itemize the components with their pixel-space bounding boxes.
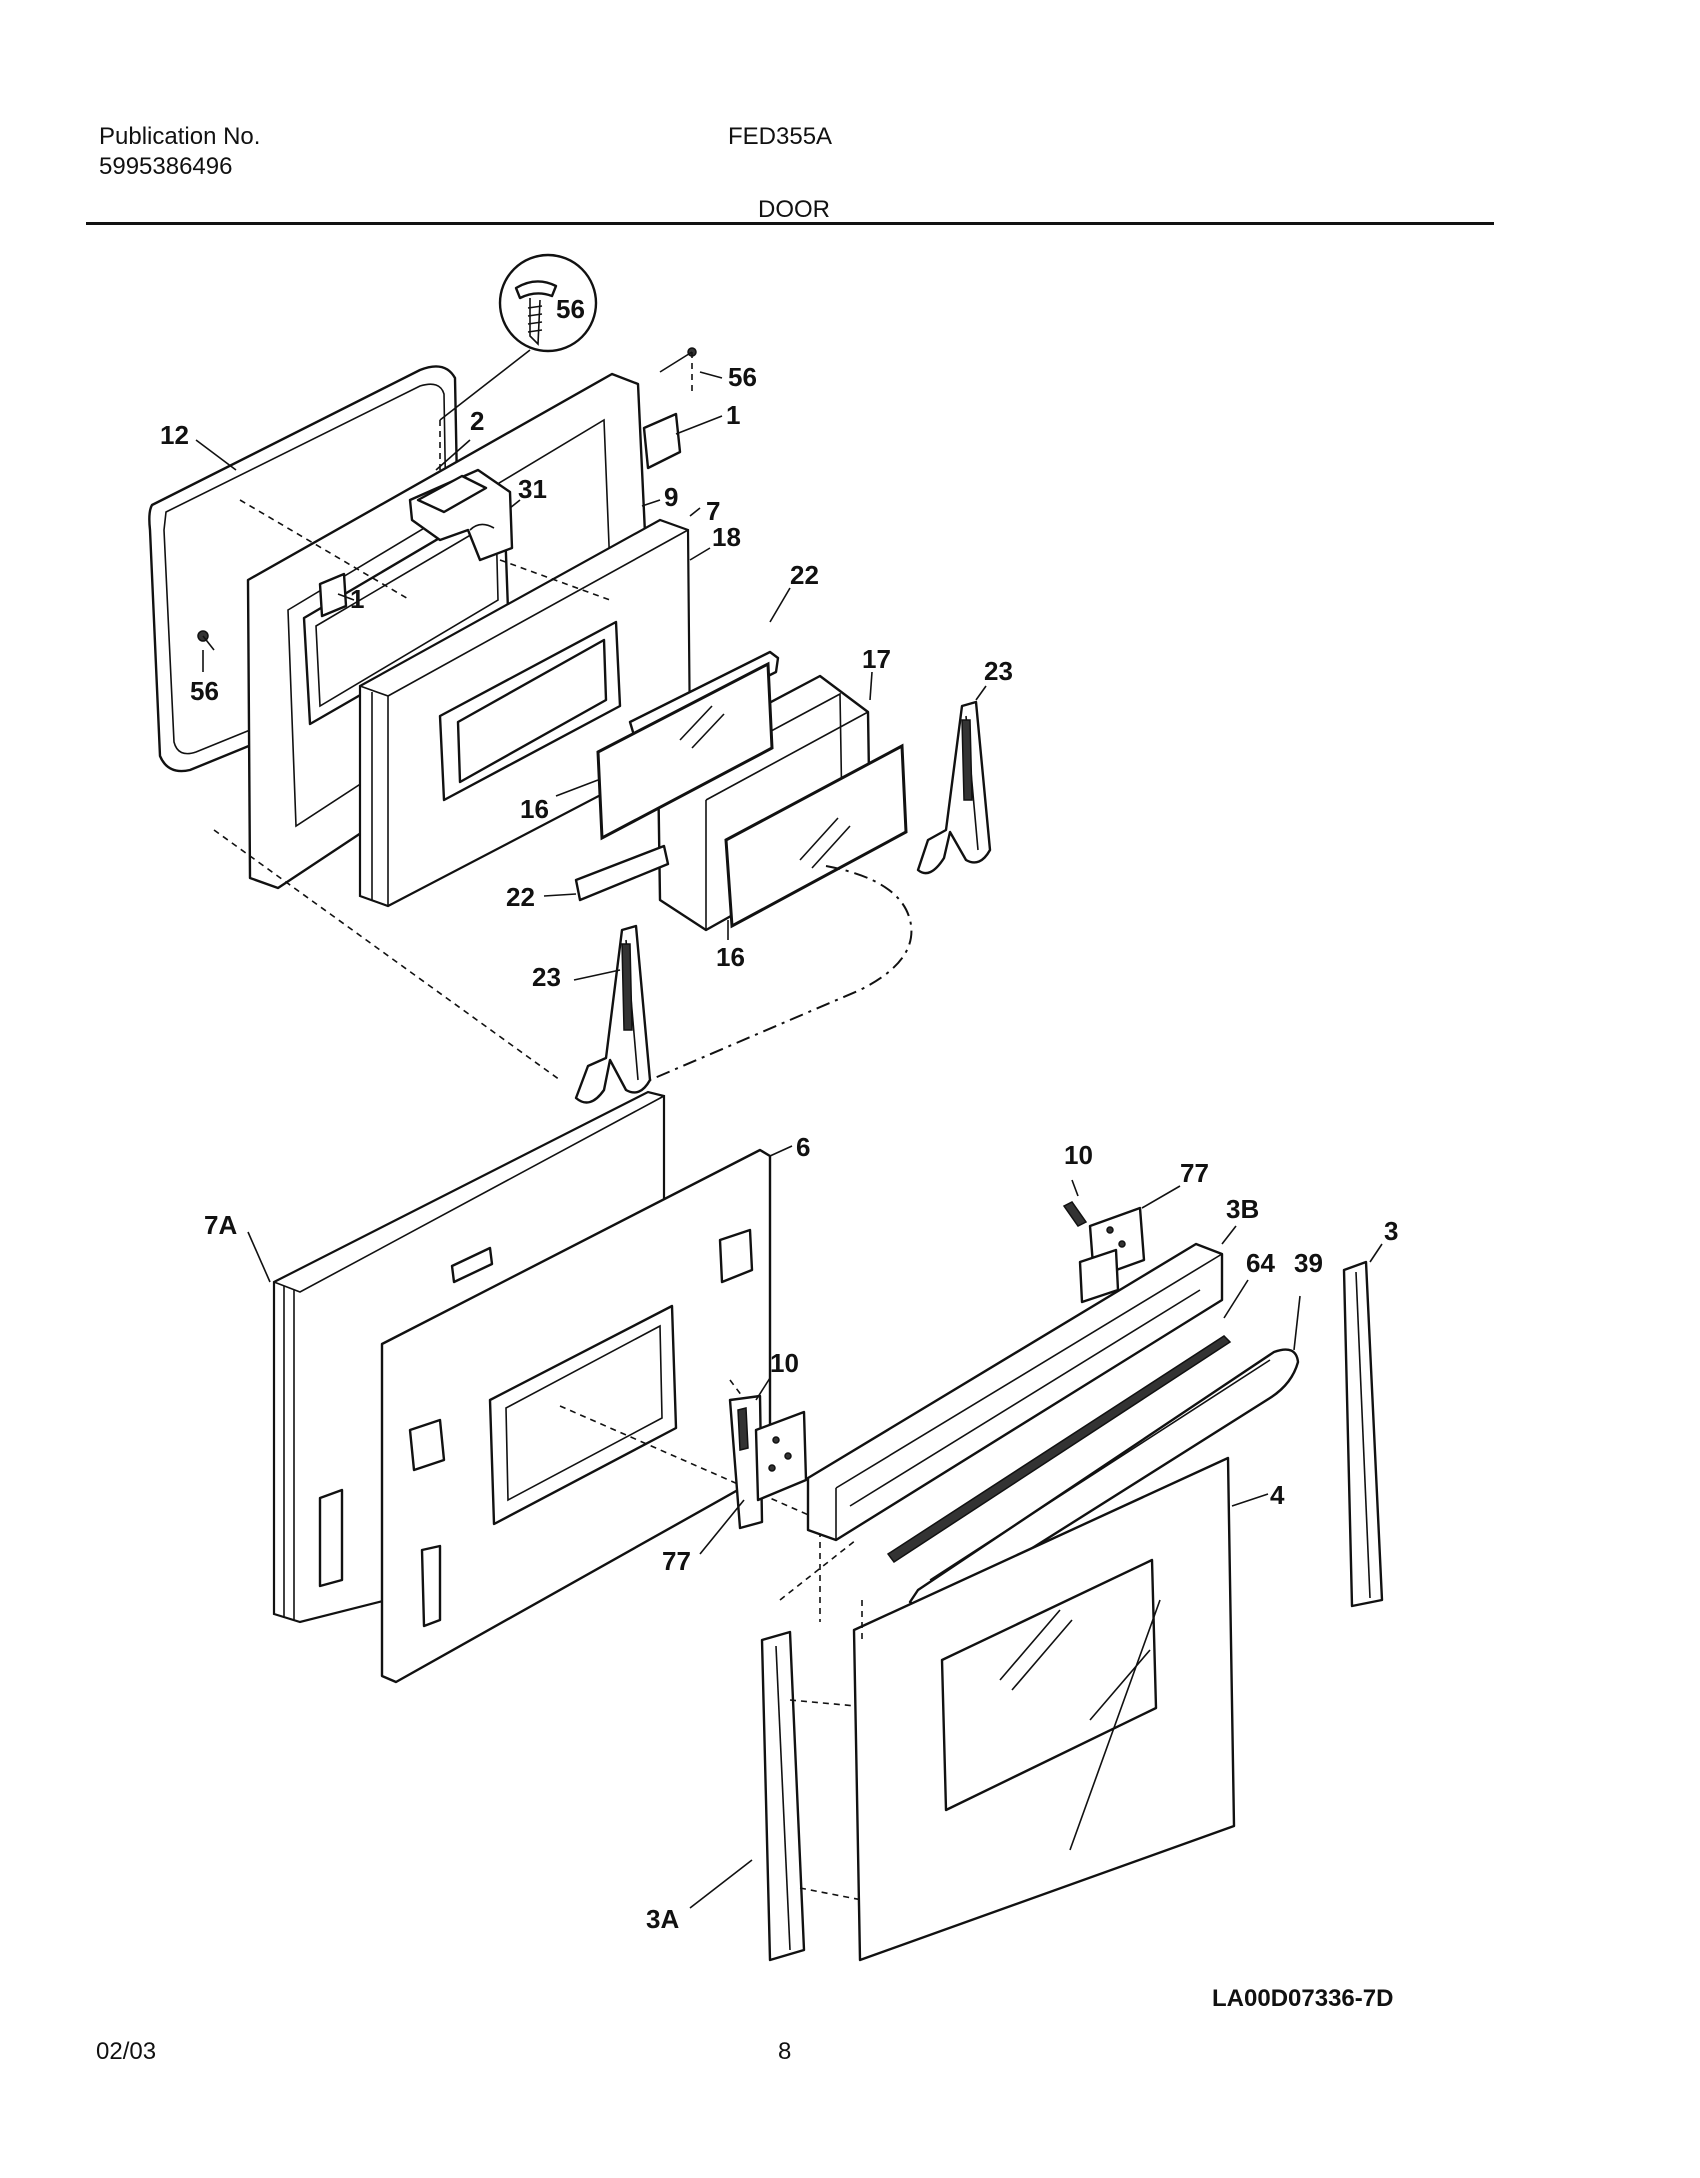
callout-1-mid: 1 (350, 584, 364, 614)
door-hinge-23-right (916, 700, 992, 875)
callout-6: 6 (796, 1132, 810, 1162)
callout-10-mid: 10 (770, 1348, 799, 1378)
screw-detail-circle (439, 253, 598, 421)
screw-56-top (659, 347, 697, 373)
screw-56-left (197, 630, 215, 651)
callout-12: 12 (160, 420, 189, 450)
header-rule (86, 222, 1494, 225)
callout-56-top: 56 (728, 362, 757, 392)
callout-22-bottom: 22 (506, 882, 535, 912)
callout-2: 2 (470, 406, 484, 436)
inner-door-panel-6 (380, 1148, 772, 1684)
side-trim-3a (760, 1630, 806, 1962)
callout-23-left: 23 (532, 962, 561, 992)
drawing-code: LA00D07336-7D (1212, 1985, 1393, 2012)
hinge-clip-1-top (642, 412, 682, 470)
callout-18: 18 (712, 522, 741, 552)
callout-39: 39 (1294, 1248, 1323, 1278)
screw-10-top (1062, 1201, 1088, 1227)
footer-date: 02/03 (96, 2038, 157, 2065)
callout-56-left: 56 (190, 676, 219, 706)
callout-31: 31 (518, 474, 547, 504)
callout-64: 64 (1246, 1248, 1275, 1278)
callout-23-right: 23 (984, 656, 1013, 686)
callout-7: 7 (706, 496, 720, 526)
callout-7a: 7A (204, 1210, 237, 1240)
callout-3a: 3A (646, 1904, 679, 1934)
callout-16-bottom: 16 (716, 942, 745, 972)
hinge-clip-1-mid (318, 572, 348, 618)
glass-panel-16-left (596, 661, 774, 841)
callout-16-left: 16 (520, 794, 549, 824)
hinge-bracket-77-mid (728, 1394, 808, 1530)
page-number: 8 (778, 2038, 792, 2065)
publication-number: 5995386496 (99, 153, 233, 180)
callout-56-detail: 56 (556, 294, 585, 324)
outer-door-panel-4 (852, 1456, 1236, 1962)
screw-10-mid (737, 1407, 749, 1451)
callout-77-top: 77 (1180, 1158, 1209, 1188)
vent-gasket-64 (886, 1335, 1232, 1564)
callout-77-bottom: 77 (662, 1546, 691, 1576)
bracket-2 (416, 474, 488, 514)
callout-17: 17 (862, 644, 891, 674)
publication-label: Publication No. (99, 123, 261, 150)
glass-channel-22-bottom (574, 844, 670, 902)
callout-9: 9 (664, 482, 678, 512)
glass-panel-16-bottom (724, 743, 908, 929)
callout-3b: 3B (1226, 1194, 1259, 1224)
callout-10-top: 10 (1064, 1140, 1093, 1170)
callout-22-top: 22 (790, 560, 819, 590)
section-title: DOOR (758, 196, 830, 223)
callout-1-top: 1 (726, 400, 740, 430)
callout-3: 3 (1384, 1216, 1398, 1246)
upper-trim-3b (806, 1242, 1224, 1542)
hinge-bracket-77-top (1078, 1206, 1146, 1304)
callout-4: 4 (1270, 1480, 1285, 1510)
side-trim-3 (1342, 1260, 1384, 1608)
glass-frame-18 (438, 620, 622, 802)
model-number: FED355A (728, 123, 833, 150)
door-hinge-23-left (574, 924, 652, 1104)
